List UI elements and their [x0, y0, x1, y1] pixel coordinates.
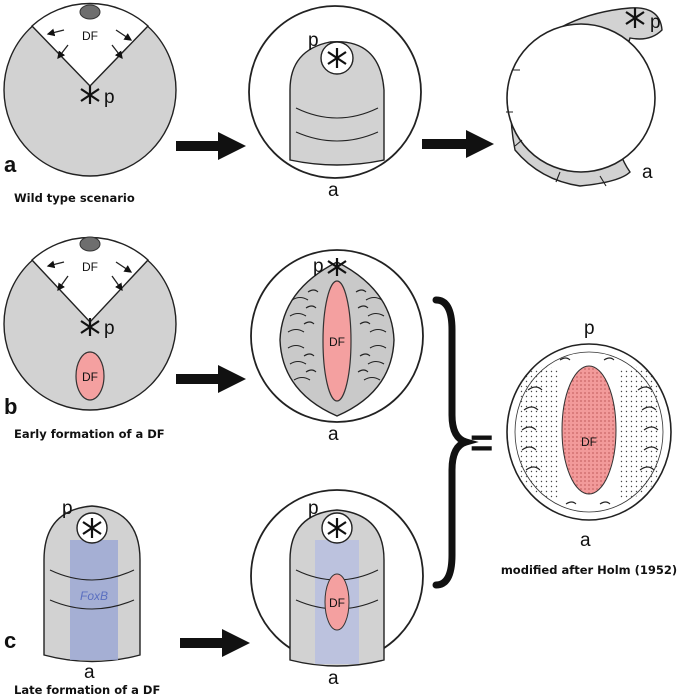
arrow-icon	[46, 28, 65, 37]
anterior-label: a	[84, 662, 95, 683]
anterior-label: a	[328, 180, 339, 201]
arrow-icon	[115, 29, 133, 41]
caption-late-df: Late formation of a DF	[14, 683, 160, 696]
posterior-label: p	[650, 12, 661, 33]
panel-letter-b: b	[4, 394, 17, 419]
panel-c-stage1: FoxB p a	[43, 498, 141, 683]
arrow-right-icon	[422, 130, 494, 158]
posterior-label: p	[308, 30, 319, 51]
equals-sign: =	[470, 421, 493, 465]
posterior-label: p	[62, 498, 73, 519]
df-label: DF	[82, 370, 98, 384]
anterior-label: a	[642, 162, 653, 183]
df-cluster	[324, 573, 350, 631]
holm-reference: p DF a	[506, 318, 672, 551]
arrow-icon	[57, 44, 69, 60]
arrow-icon	[57, 275, 69, 292]
posterior-label: p	[104, 87, 115, 108]
posterior-label: p	[584, 318, 595, 339]
asterisk-icon	[327, 48, 347, 68]
arrow-right-icon	[180, 629, 250, 657]
df-label: DF	[329, 335, 345, 349]
posterior-label: p	[313, 256, 324, 277]
asterisk-icon	[327, 258, 347, 276]
df-cluster	[322, 280, 352, 402]
foxb-domain	[70, 540, 118, 660]
asterisk-icon	[80, 318, 100, 336]
arrow-icon	[115, 261, 133, 273]
arrow-right-icon	[176, 132, 246, 160]
df-label: DF	[82, 29, 98, 43]
caption-holm: modified after Holm (1952)	[501, 563, 677, 577]
panel-b-stage1: DF p DF	[3, 236, 177, 411]
df-label: DF	[329, 596, 345, 610]
panel-a-stage1: DF p	[3, 2, 177, 177]
panel-a-stage3: p a	[506, 7, 663, 187]
df-label: DF	[82, 260, 98, 274]
asterisk-icon	[625, 8, 645, 28]
dark-cell	[79, 236, 101, 252]
dark-cell	[79, 4, 101, 20]
panel-c-stage2: DF p a	[250, 489, 424, 689]
asterisk-icon	[80, 86, 100, 104]
panel-letter-a: a	[4, 152, 17, 177]
foxb-label: FoxB	[80, 589, 108, 603]
arrow-icon	[46, 260, 65, 269]
curly-brace-icon	[432, 296, 479, 589]
posterior-label: p	[308, 498, 319, 519]
anterior-label: a	[328, 424, 339, 445]
posterior-label: p	[104, 318, 115, 339]
anterior-label: a	[580, 530, 591, 551]
panel-letter-c: c	[4, 628, 16, 653]
anterior-label: a	[328, 668, 339, 689]
arrow-icon	[111, 44, 123, 60]
asterisk-icon	[82, 518, 102, 538]
panel-b-stage2: DF p a	[250, 249, 424, 445]
segment-marks	[287, 289, 387, 381]
caption-wild-type: Wild type scenario	[14, 191, 135, 205]
arrow-right-icon	[176, 365, 246, 393]
df-cluster	[75, 351, 105, 401]
df-label: DF	[581, 435, 597, 449]
asterisk-icon	[327, 518, 347, 538]
panel-a-stage2: p a	[248, 5, 422, 201]
arrow-icon	[111, 275, 123, 292]
caption-early-df: Early formation of a DF	[14, 427, 165, 441]
df-cluster	[561, 365, 617, 495]
